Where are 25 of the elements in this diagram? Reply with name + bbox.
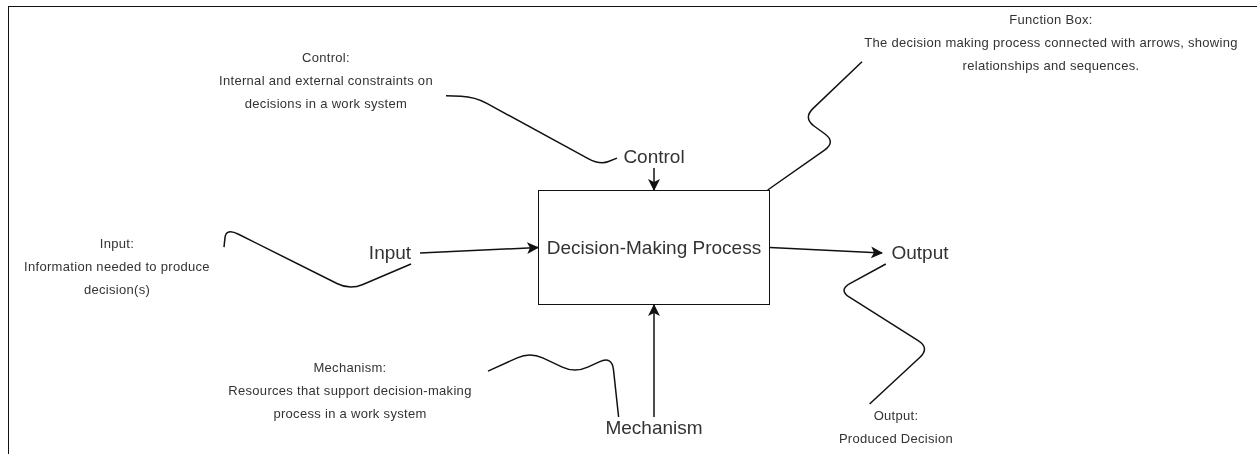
arrow bbox=[648, 167, 660, 191]
annotation-text: The decision making process connected with arrows, showing relationships and sequences. bbox=[863, 34, 1239, 75]
process-box bbox=[538, 190, 770, 305]
annotation-heading: Mechanism: bbox=[313, 359, 387, 377]
arrow-label: Output bbox=[891, 242, 949, 264]
leader-line bbox=[766, 61, 863, 191]
leader-line bbox=[223, 231, 412, 288]
annotation-heading: Control: bbox=[302, 49, 350, 67]
annotation-heading: Output: bbox=[873, 407, 919, 425]
leader-line bbox=[445, 94, 618, 164]
arrow bbox=[419, 242, 539, 254]
leader-line bbox=[843, 263, 926, 405]
annotation-text: Produced Decision bbox=[838, 430, 954, 448]
annotation-text: Internal and external constraints on decisions in a work system bbox=[218, 72, 434, 113]
leader-line bbox=[487, 354, 620, 418]
arrow-label: Mechanism bbox=[605, 417, 703, 439]
process-label: Decision-Making Process bbox=[546, 236, 762, 259]
arrow bbox=[648, 304, 660, 418]
annotation-text: Resources that support decision-making process in a work system bbox=[227, 382, 473, 423]
arrow bbox=[769, 246, 883, 259]
annotation-text: Information needed to produce decision(s) bbox=[23, 258, 211, 299]
arrow-label: Input bbox=[368, 242, 412, 264]
annotation-heading: Function Box: bbox=[1009, 11, 1093, 29]
arrow-label: Control bbox=[623, 146, 685, 168]
annotation-heading: Input: bbox=[99, 235, 135, 253]
